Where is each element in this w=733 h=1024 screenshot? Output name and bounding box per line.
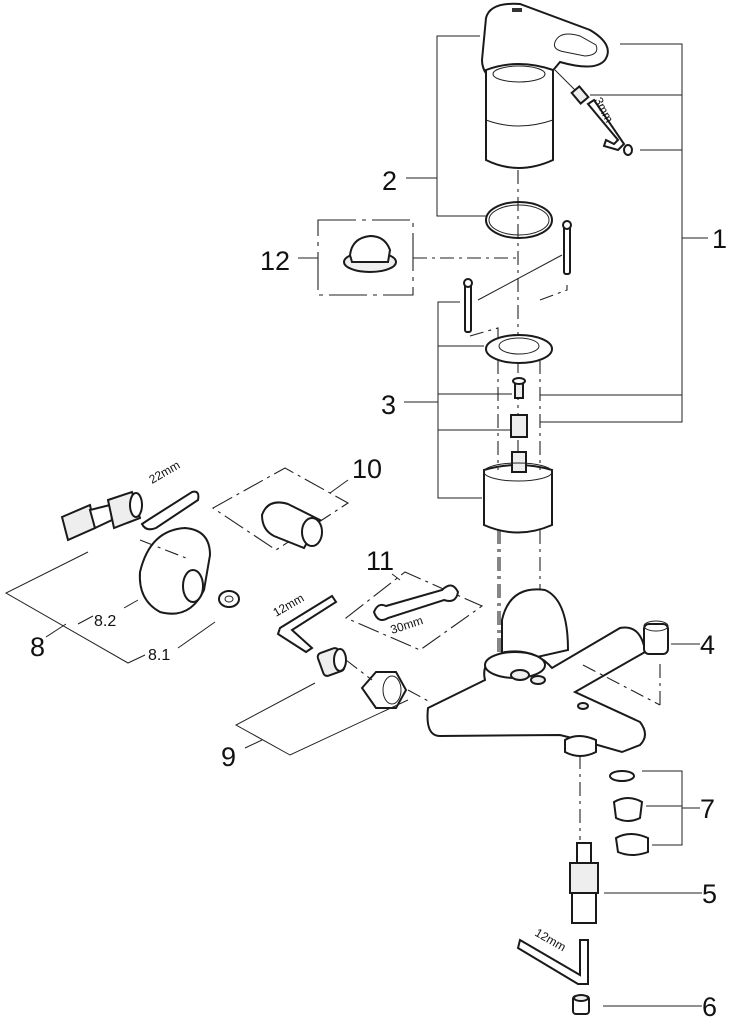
- callout-8: 8: [30, 632, 45, 662]
- diverter-nut-part: [572, 994, 590, 1015]
- callout-4: 4: [700, 630, 715, 660]
- escutcheon-part: [138, 526, 212, 615]
- callout-10: 10: [352, 454, 382, 484]
- mixer-body-part: [426, 588, 646, 757]
- diverter-cartridge-part: [569, 842, 599, 924]
- cap-plug-part: [643, 620, 669, 655]
- leader-lines: [4, 35, 708, 1007]
- aerator-housing: [614, 833, 649, 856]
- adapter-part: [510, 414, 528, 438]
- callout-8-1: 8.1: [148, 647, 170, 664]
- callout-6: 6: [702, 992, 717, 1022]
- set-screw-part: [554, 69, 590, 105]
- connection-adapter-part: [316, 647, 347, 677]
- cartridge-part: [483, 451, 553, 534]
- hex-key-12mm-union: 12mm: [271, 591, 338, 654]
- logo-mark: [512, 8, 522, 12]
- temperature-limiter-box: [317, 219, 518, 296]
- o-ring-part: [485, 201, 553, 239]
- hex-key-3mm-part: 3mm: [586, 95, 633, 156]
- callout-12: 12: [260, 246, 290, 276]
- callout-8-2: 8.2: [94, 613, 116, 630]
- callout-11: 11: [366, 546, 394, 576]
- aerator-insert: [612, 797, 644, 822]
- extension-box: [211, 467, 350, 551]
- spanner-22mm: 22mm: [140, 458, 200, 531]
- callout-labels: 1 2 3 4 5 6 7 8 8.1 8.2 9 10 11 12: [30, 166, 727, 1022]
- seal-part: [218, 590, 240, 608]
- aerator-washer: [609, 770, 635, 782]
- s-union-part: [60, 490, 143, 542]
- cap-cover-part: [485, 63, 554, 169]
- hex-nut-part: [360, 671, 408, 709]
- wrench-box: 30mm: [344, 571, 484, 651]
- callout-3: 3: [381, 390, 396, 420]
- callout-9: 9: [221, 742, 236, 772]
- callout-7: 7: [700, 794, 715, 824]
- long-screw-right: [562, 220, 572, 275]
- callout-5: 5: [702, 879, 717, 909]
- callout-2: 2: [382, 166, 397, 196]
- small-screw-part: [512, 377, 526, 399]
- hex-key-12mm-diverter: 12mm: [516, 925, 589, 985]
- long-screw-left: [463, 278, 473, 333]
- mounting-plate-part: [485, 334, 553, 364]
- callout-1: 1: [712, 224, 727, 254]
- spanner-22mm-label: 22mm: [147, 458, 183, 487]
